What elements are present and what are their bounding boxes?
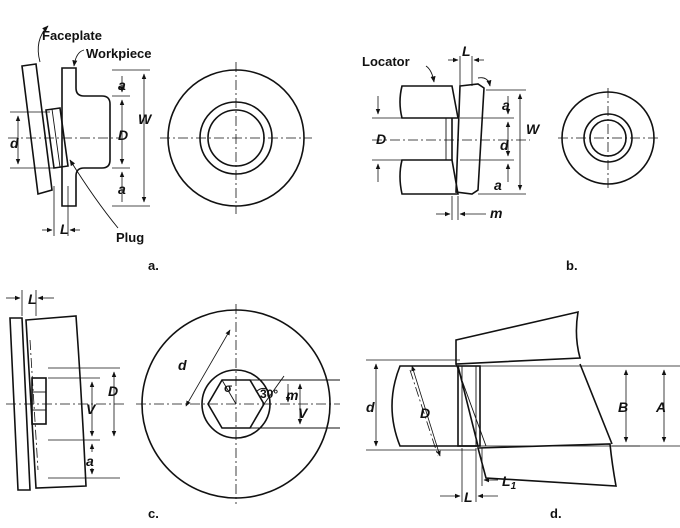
- dim-d: d: [500, 137, 509, 153]
- panel-c-front-view: [136, 304, 340, 504]
- dim-W: W: [526, 121, 541, 137]
- dim-a-top: a: [118, 77, 126, 93]
- caption-b: b.: [566, 258, 578, 273]
- faceplate-label: Faceplate: [42, 28, 102, 43]
- dim-D: D: [420, 405, 430, 421]
- panel-a: Faceplate Workpiece Plug a D a W d L a.: [8, 25, 312, 273]
- panel-c: L D V a d σ 30° m V c.: [6, 290, 340, 521]
- dim-D: D: [376, 131, 386, 147]
- dim-a-top: a: [502, 97, 510, 113]
- panel-b-side-view: [372, 56, 530, 220]
- dim-L: L: [28, 291, 37, 307]
- workpiece-label: Workpiece: [86, 46, 152, 61]
- dim-B: B: [618, 399, 628, 415]
- panel-d-side-view: [366, 310, 680, 502]
- panel-b-front-view: [558, 88, 658, 188]
- dim-D: D: [118, 127, 128, 143]
- dim-d: d: [10, 135, 19, 151]
- dim-angle: 30°: [260, 387, 278, 401]
- dim-D: D: [108, 383, 118, 399]
- dim-d: d: [178, 357, 187, 373]
- plug-label: Plug: [116, 230, 144, 245]
- dim-W: W: [138, 111, 153, 127]
- dim-a: a: [86, 453, 94, 469]
- dim-L1: L1: [502, 473, 517, 492]
- panel-d: d D B A L L1 d.: [366, 310, 680, 521]
- dim-a-bottom: a: [118, 181, 126, 197]
- dim-m: m: [490, 205, 502, 221]
- panel-c-side-view: [6, 290, 126, 491]
- dim-m: m: [286, 387, 298, 403]
- locator-label: Locator: [362, 54, 410, 69]
- dim-L: L: [60, 221, 69, 237]
- dim-V-right: V: [298, 405, 309, 421]
- caption-c: c.: [148, 506, 159, 521]
- dim-d: d: [366, 399, 375, 415]
- dim-V-left: V: [86, 401, 97, 417]
- panel-a-front-view: [160, 62, 312, 214]
- dim-L: L: [462, 43, 471, 59]
- dim-L: L: [464, 489, 473, 505]
- caption-a: a.: [148, 258, 159, 273]
- dim-sigma: σ: [224, 381, 232, 395]
- panel-a-side-view: [8, 25, 150, 236]
- dim-a-bottom: a: [494, 177, 502, 193]
- panel-b: Locator L a d a W D m b.: [362, 43, 658, 273]
- dim-A: A: [655, 399, 666, 415]
- caption-d: d.: [550, 506, 562, 521]
